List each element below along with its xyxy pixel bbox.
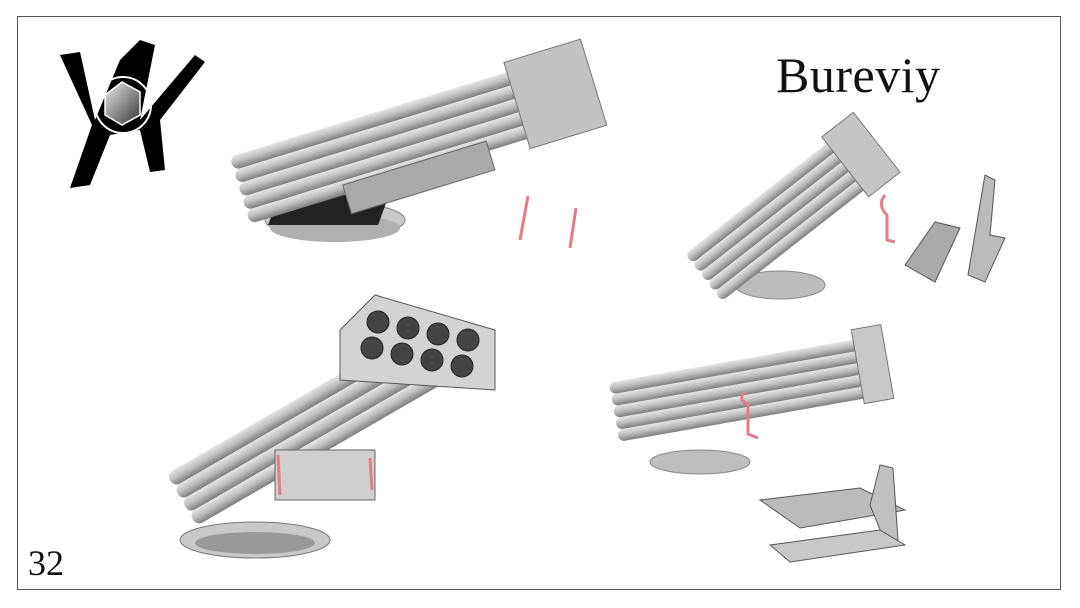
pink-rod-part-1 [518, 195, 530, 241]
pink-rod-part-2 [568, 207, 578, 249]
launcher-render-bottom-right [609, 323, 907, 563]
launcher-render-bottom-left [168, 294, 496, 559]
page-title: Bureviy [776, 47, 941, 103]
launcher-render-top-right [687, 111, 1006, 300]
page-frame [17, 16, 1061, 590]
launcher-render-top-left [231, 38, 608, 242]
page-number: 32 [28, 543, 64, 583]
manufacturer-logo [60, 40, 205, 188]
pink-bracket-part [880, 194, 896, 244]
